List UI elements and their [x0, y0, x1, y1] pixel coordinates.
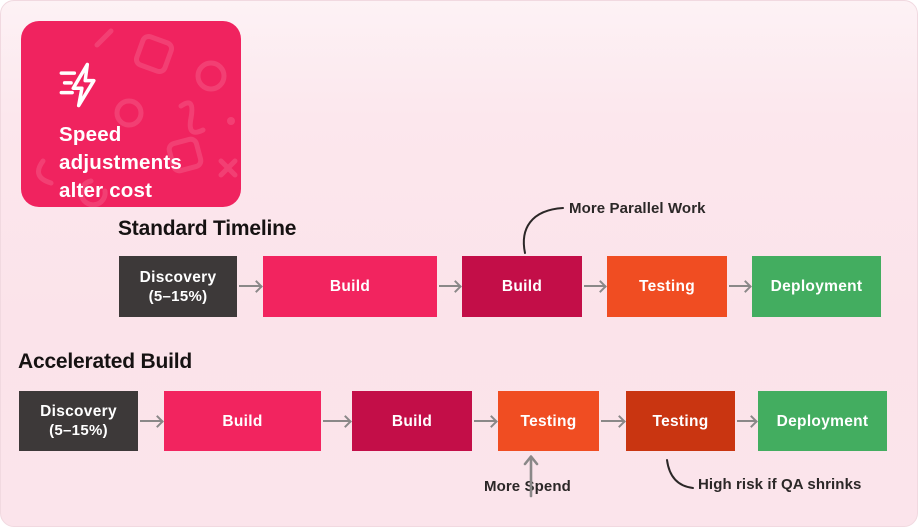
parallel-work-connector-line — [522, 207, 564, 254]
high-risk-connector-line — [666, 459, 694, 489]
doodle-pattern — [36, 28, 238, 207]
phase-sublabel: (5–15%) — [49, 422, 108, 439]
promo-card: Speed adjustments alter cost — [21, 21, 241, 207]
phase-box-deployment-accelerated: Deployment — [758, 391, 887, 451]
more-spend-arrow-head — [523, 455, 539, 466]
phase-label: Build — [501, 278, 543, 295]
flow-arrow — [729, 285, 750, 288]
phase-box-testing-accelerated: Testing — [498, 391, 599, 451]
phase-box-discovery-accelerated: Discovery (5–15%) — [19, 391, 138, 451]
phase-label: Discovery — [139, 268, 217, 286]
phase-label: Testing — [520, 412, 577, 430]
phase-label: Deployment — [770, 278, 863, 295]
phase-label: Build — [222, 412, 263, 430]
flow-arrow — [439, 285, 460, 288]
phase-label: Testing — [652, 412, 709, 430]
promo-card-title: Speed adjustments alter cost — [59, 121, 182, 205]
flow-arrow — [323, 420, 350, 423]
standard-timeline-heading: Standard Timeline — [118, 217, 297, 240]
phase-box-build2-accelerated: Build — [352, 391, 472, 451]
phase-box-deployment-standard: Deployment — [752, 256, 881, 317]
flow-arrow — [474, 420, 496, 423]
phase-box-build2-standard: Build — [462, 256, 582, 317]
promo-title-line: Speed — [59, 123, 122, 146]
phase-sublabel: (5–15%) — [148, 287, 208, 305]
flow-arrow — [140, 420, 162, 423]
phase-box-testing2-accelerated: Testing — [626, 391, 735, 451]
promo-title-line: alter cost — [59, 179, 153, 202]
phase-box-build-standard: Build — [263, 256, 437, 317]
flow-arrow — [239, 285, 261, 288]
phase-box-build-accelerated: Build — [164, 391, 321, 451]
speed-lightning-icon — [59, 62, 96, 108]
annotation-more-spend: More Spend — [484, 478, 571, 495]
phase-label: Deployment — [776, 412, 869, 430]
phase-box-testing-standard: Testing — [607, 256, 727, 317]
flow-arrow — [737, 420, 756, 423]
annotation-high-risk: High risk if QA shrinks — [698, 476, 862, 493]
flow-arrow — [584, 285, 605, 288]
annotation-more-parallel-work: More Parallel Work — [569, 200, 706, 217]
flow-arrow — [601, 420, 624, 423]
phase-label: Build — [391, 412, 433, 430]
phase-label: Discovery — [40, 403, 117, 420]
phase-label: Testing — [638, 278, 696, 295]
phase-label: Build — [329, 278, 371, 295]
promo-title-line: adjustments — [59, 151, 182, 174]
accelerated-build-heading: Accelerated Build — [18, 350, 192, 373]
phase-box-discovery-standard: Discovery (5–15%) — [119, 256, 237, 317]
